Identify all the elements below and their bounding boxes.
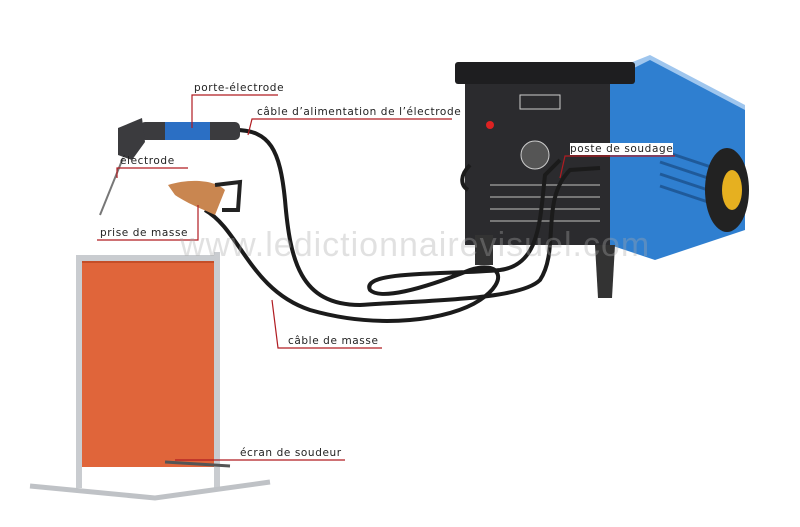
electrode-holder — [99, 118, 240, 216]
label-electrode: électrode — [120, 155, 175, 167]
label-welding-screen: écran de soudeur — [240, 447, 342, 459]
label-ground-clamp: prise de masse — [100, 227, 189, 239]
label-ground-cable: câble de masse — [288, 335, 379, 347]
ground-clamp — [168, 179, 243, 215]
welding-machine — [455, 55, 749, 298]
cables — [203, 128, 601, 323]
leader-lines — [97, 94, 675, 461]
label-electrode-holder: porte-électrode — [194, 82, 285, 94]
welding-screen — [29, 252, 271, 501]
label-welding-machine: poste de soudage — [570, 143, 674, 155]
watermark: www.ledictionnairevisuel.com — [180, 226, 651, 264]
label-electrode-cable: câble d’alimentation de l’électrode — [257, 106, 462, 118]
